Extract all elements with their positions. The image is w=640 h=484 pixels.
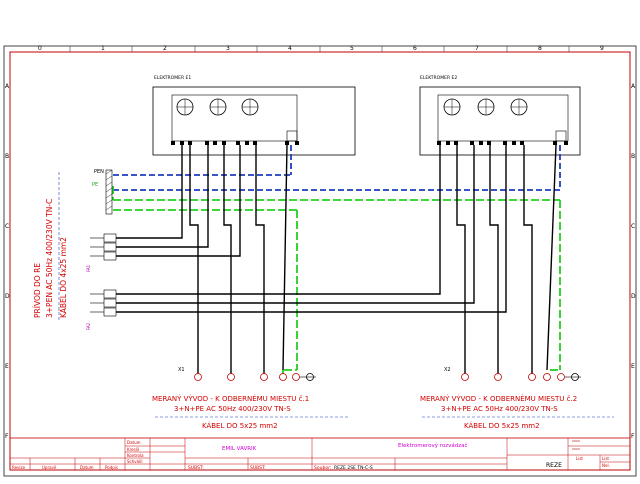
phase-wires [116,144,557,375]
col-label: 8 [538,45,542,52]
row-label: A [5,83,10,90]
meter-box-2-label: ELEKTROMER E2 [420,75,457,81]
out1-line-1: MERANÝ VÝVOD - K ODBERNÉMU MIESTU č.1 [152,394,309,403]
row-label: B [631,153,635,160]
row-label: C [5,223,9,230]
row-label: C [631,223,635,230]
output-description-2: MERANÝ VÝVOD - K ODBERNÉMU MIESTU č.2 3+… [420,394,577,430]
meter-box-1: ELEKTROMER E1 [152,75,356,156]
col-label: 9 [600,45,604,52]
row-label: D [5,293,10,300]
row-label: B [5,153,9,160]
tb-title: Elektromerový rozvádzač [398,442,468,449]
out2-line-1: MERANÝ VÝVOD - K ODBERNÉMU MIESTU č.2 [420,394,577,403]
row-label: E [5,363,9,370]
tb-upravil: Upravil [42,465,56,470]
pen-label: PEN [94,169,104,175]
out2-cable: KÁBEL DO 5x25 mm2 [464,421,540,430]
tb-kontrola: Kontrola [127,453,144,458]
tb-list-2: List [602,456,609,461]
col-label: 1 [101,45,105,52]
meter-box-1-label: ELEKTROMER E1 [154,75,191,81]
row-label: D [631,293,636,300]
fuse-block-fa1 [90,233,117,261]
tb-datum: Datum [127,440,141,445]
output-description-1: MERANÝ VÝVOD - K ODBERNÉMU MIESTU č.1 3+… [152,394,309,430]
tb-podpis: Podpis [105,465,118,470]
col-label: 4 [288,45,292,52]
x2-label: X2 [444,367,451,373]
tb-code: REZE [546,462,562,469]
tb-nel: Nel. [602,463,610,468]
supply-line-2: 3+PEN AC 50Hz 400/230V TN-C [45,199,54,318]
row-label: F [631,433,635,440]
supply-line-1: PRÍVOD DO RE [33,263,42,318]
row-label: E [631,363,635,370]
x1-label: X1 [178,367,185,373]
pe-bus [112,186,561,376]
meter-box-2: ELEKTROMER E2 [419,75,581,156]
output-terminals-x2 [461,373,581,381]
tb-soubor: Soubor: [314,465,331,471]
output-terminals-x1 [194,373,316,381]
col-label: 7 [475,45,479,52]
out1-line-2: 3+N+PE AC 50Hz 400/230V TN-S [174,405,291,413]
title-block: Datum Kreslil Kontrola Schválil Revize U… [9,437,631,471]
fuse-block-fa2 [90,289,117,317]
column-markers-top: 0 1 2 3 4 5 6 7 8 9 [38,45,604,52]
tb-list: List [576,456,583,461]
pe-label: PE [92,182,98,188]
row-label: F [5,433,9,440]
supply-description: PRÍVOD DO RE 3+PEN AC 50Hz 400/230V TN-C… [33,199,68,318]
tb-datum2: Datum [80,465,94,470]
out1-cable: KÁBEL DO 5x25 mm2 [202,421,278,430]
tb-schvalil: Schválil [127,459,142,464]
fa2-label: FA2 [86,322,91,330]
col-label: 6 [413,45,417,52]
tb-revize: Revize [12,465,26,470]
row-markers: A B C D E F A B C D E F [5,83,636,440]
tb-subst-2: SUBST: [250,465,266,471]
tb-subst-1: SUBST: [188,465,204,471]
col-label: 3 [226,45,230,52]
tb-soubor-value: REZE 2SE TN-C-S [334,465,373,471]
col-label: 2 [163,45,167,52]
supply-line-3: KÁBEL DO 4x25 mm2 [59,237,68,318]
out2-line-2: 3+N+PE AC 50Hz 400/230V TN-S [441,405,558,413]
col-label: 5 [350,45,354,52]
tb-author: EMIL VAVRIK [222,446,257,452]
pen-bus [113,145,561,191]
row-label: A [631,83,636,90]
fa1-label: FA1 [86,264,91,272]
col-label: 0 [38,45,42,52]
tb-kreslil: Kreslil [127,447,139,452]
